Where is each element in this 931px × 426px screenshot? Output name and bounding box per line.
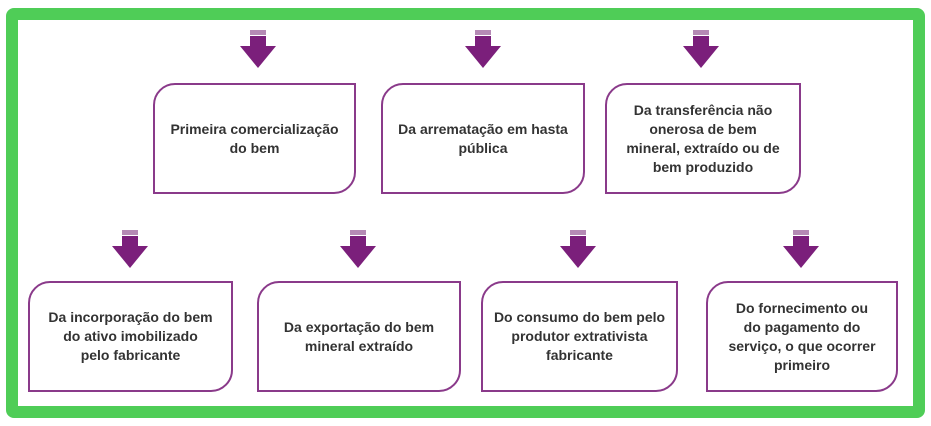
box-incorporacao: Da incorporação do bem do ativo imobiliz… [28,281,233,392]
down-arrow-icon [560,228,596,268]
down-arrow-icon [340,228,376,268]
box-consumo: Do consumo do bem pelo produtor extrativ… [481,281,678,392]
box-text: Da transferência não onerosa de bem mine… [626,101,780,175]
down-arrow-icon [783,228,819,268]
down-arrow-icon [683,28,719,68]
box-text: Da incorporação do bem do ativo imobiliz… [48,309,213,363]
down-arrow-icon [112,228,148,268]
box-arrematacao: Da arrematação em hasta pública [381,83,585,194]
down-arrow-icon [240,28,276,68]
box-text: Da exportação do bem mineral extraído [283,318,435,354]
box-text: Primeira comercialização do bem [170,120,339,156]
box-fornecimento: Do fornecimento ou do pagamento do servi… [706,281,898,392]
box-primeira-comercializacao: Primeira comercialização do bem [153,83,356,194]
box-text: Do consumo do bem pelo produtor extrativ… [493,309,666,363]
box-text: Do fornecimento ou do pagamento do servi… [728,299,876,373]
box-text: Da arrematação em hasta pública [398,120,568,156]
down-arrow-icon [465,28,501,68]
box-transferencia: Da transferência não onerosa de bem mine… [605,83,801,194]
box-exportacao: Da exportação do bem mineral extraído [257,281,461,392]
